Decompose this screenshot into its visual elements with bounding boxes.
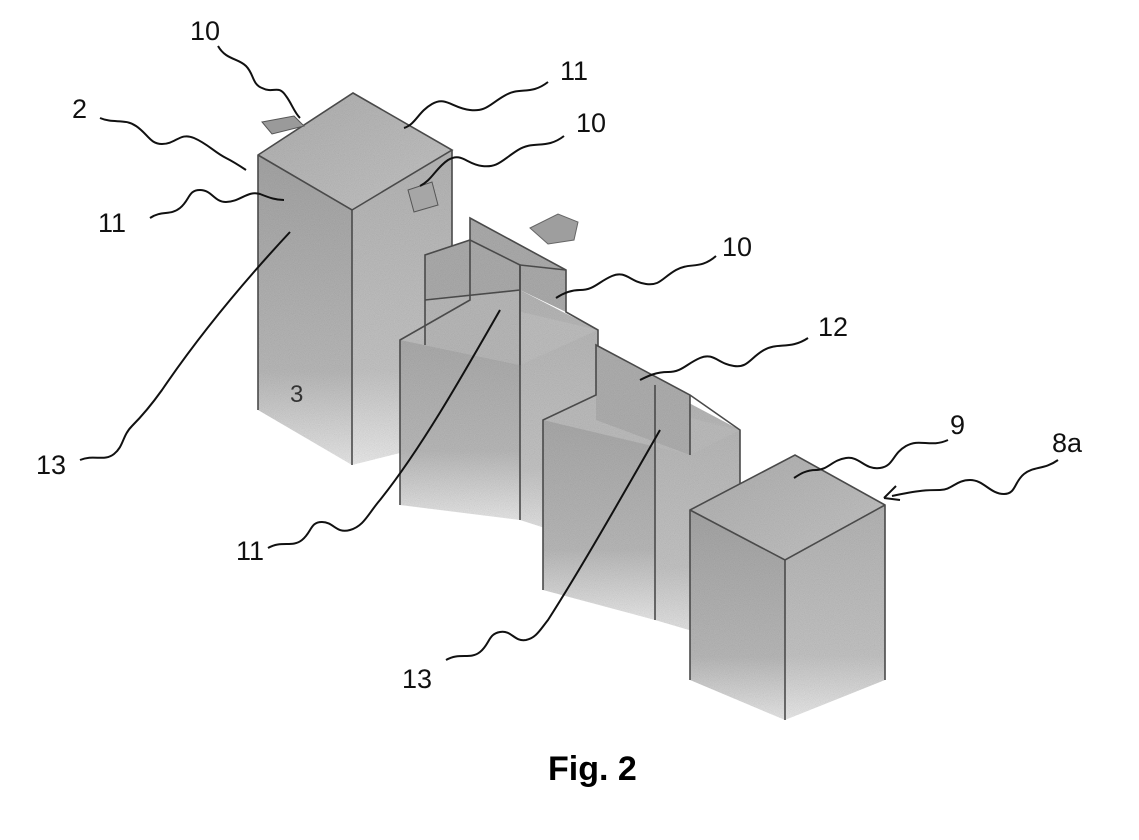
leader-8a: [892, 460, 1058, 496]
label-13-left: 13: [36, 450, 66, 480]
label-13-bottom: 13: [402, 664, 432, 694]
label-12: 12: [818, 312, 848, 342]
label-3: 3: [290, 381, 303, 408]
leader-11-top: [404, 82, 548, 128]
label-11-left: 11: [98, 208, 126, 238]
leader-10-right: [556, 256, 716, 298]
insertion-arrow-icon: [530, 214, 578, 244]
label-8a: 8a: [1052, 428, 1083, 458]
label-10-right: 10: [722, 232, 752, 262]
leader-2: [100, 118, 246, 170]
figure-caption: Fig. 2: [548, 750, 637, 788]
arrow-8a-head-icon: [884, 486, 900, 500]
label-11-top: 11: [560, 56, 588, 86]
leader-10-top: [218, 46, 300, 118]
label-10-mid: 10: [576, 108, 606, 138]
label-10-top: 10: [190, 16, 220, 46]
label-11-bottom: 11: [236, 536, 264, 566]
label-2: 2: [72, 94, 87, 124]
leader-12: [640, 338, 808, 380]
label-9: 9: [950, 410, 965, 440]
